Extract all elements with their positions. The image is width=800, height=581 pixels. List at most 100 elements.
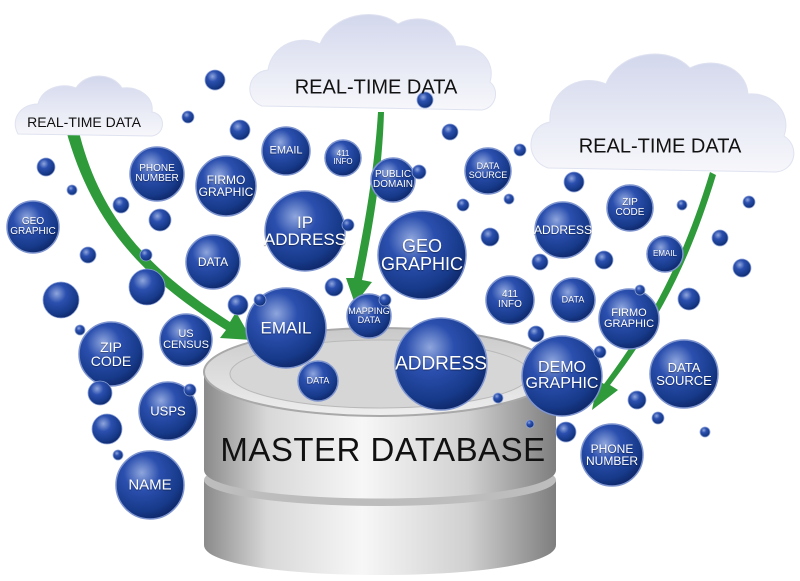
data-bubble bbox=[78, 321, 144, 387]
bubble-layer bbox=[6, 126, 719, 520]
data-bubble-label: 411 INFO bbox=[333, 149, 353, 166]
data-bubble bbox=[485, 275, 535, 325]
data-bubble-label: NAME bbox=[128, 476, 172, 494]
data-bubble-label: DEMO GRAPHIC bbox=[525, 359, 599, 392]
decorative-dot bbox=[378, 293, 392, 307]
data-bubble-label: DATA bbox=[197, 255, 229, 269]
data-bubble bbox=[606, 184, 654, 232]
decorative-dot bbox=[148, 208, 172, 232]
data-bubble-label: EMAIL bbox=[652, 249, 678, 258]
data-bubble-label: 411 INFO bbox=[498, 289, 522, 310]
data-bubble-label: MAPPING DATA bbox=[348, 306, 390, 325]
decorative-dot bbox=[181, 110, 195, 124]
data-bubble bbox=[646, 235, 684, 273]
decorative-dot bbox=[732, 258, 752, 278]
data-bubble bbox=[115, 450, 185, 520]
data-bubble-label: EMAIL bbox=[269, 144, 303, 157]
decorative-dot bbox=[651, 411, 665, 425]
data-bubble bbox=[264, 190, 346, 272]
data-bubble bbox=[6, 200, 60, 254]
decorative-dot bbox=[563, 171, 585, 193]
data-bubble bbox=[159, 313, 213, 367]
arrow-right bbox=[592, 172, 716, 410]
decorative-dot bbox=[79, 246, 97, 264]
data-bubble bbox=[649, 339, 719, 409]
decorative-dot bbox=[555, 421, 577, 443]
decorative-dot bbox=[480, 227, 500, 247]
cloud-left bbox=[14, 75, 163, 137]
decorative-dot bbox=[492, 392, 504, 404]
data-bubble bbox=[346, 293, 392, 339]
cloud-right-label: REAL-TIME DATA bbox=[578, 135, 742, 158]
data-bubble bbox=[550, 277, 596, 323]
decorative-dot bbox=[711, 229, 729, 247]
data-bubble bbox=[534, 201, 592, 259]
decorative-dot bbox=[91, 413, 123, 445]
decorative-dot bbox=[139, 248, 153, 262]
data-bubble bbox=[129, 146, 185, 202]
data-bubble-label: USPS bbox=[150, 403, 186, 419]
decorative-dot bbox=[183, 383, 197, 397]
decorative-dot bbox=[36, 157, 56, 177]
data-bubble bbox=[598, 288, 660, 350]
decorative-dot bbox=[204, 69, 226, 91]
data-bubble bbox=[195, 155, 257, 217]
decorative-dot bbox=[627, 390, 647, 410]
decorative-dot bbox=[456, 198, 470, 212]
decorative-dot bbox=[341, 218, 355, 232]
data-bubble bbox=[521, 335, 603, 417]
data-bubble-label: DATA bbox=[306, 375, 330, 386]
data-bubble bbox=[580, 423, 644, 487]
decorative-dot bbox=[112, 196, 130, 214]
decorative-dot bbox=[411, 164, 427, 180]
data-bubble bbox=[370, 157, 416, 203]
decorative-dot bbox=[66, 184, 78, 196]
decorative-dot bbox=[634, 284, 646, 296]
decorative-dot bbox=[593, 345, 607, 359]
data-bubble-label: IP ADDRESS bbox=[263, 213, 347, 249]
data-bubble bbox=[261, 126, 311, 176]
cloud-right bbox=[530, 53, 795, 173]
decorative-dot bbox=[441, 123, 459, 141]
decorative-dot bbox=[74, 324, 86, 336]
data-bubble-label: US CENSUS bbox=[163, 328, 209, 351]
decorative-dot bbox=[527, 325, 545, 343]
decorative-dot bbox=[676, 199, 688, 211]
arrow-center bbox=[346, 112, 384, 304]
cloud-center bbox=[249, 13, 497, 111]
decorative-dot bbox=[253, 293, 267, 307]
data-bubble-label: ZIP CODE bbox=[615, 197, 645, 218]
decorative-dot bbox=[677, 287, 701, 311]
data-bubble-label: ADDRESS bbox=[533, 223, 593, 237]
data-bubble-label: DATA bbox=[561, 294, 585, 305]
decorative-dot bbox=[324, 277, 344, 297]
decorative-dot bbox=[42, 281, 80, 319]
decorative-dot bbox=[742, 195, 756, 209]
decorative-dot bbox=[227, 294, 249, 316]
data-bubble bbox=[394, 317, 488, 411]
data-bubble-label: GEO GRAPHIC bbox=[380, 236, 464, 274]
decorative-dot bbox=[229, 119, 251, 141]
decorative-dot bbox=[503, 193, 515, 205]
data-bubble bbox=[185, 234, 241, 290]
arrows bbox=[66, 112, 716, 410]
cloud-left-label: REAL-TIME DATA bbox=[27, 114, 141, 130]
decorative-dot bbox=[128, 268, 166, 306]
data-bubble bbox=[245, 287, 327, 369]
dot-layer bbox=[36, 69, 756, 461]
cloud-center-label: REAL-TIME DATA bbox=[294, 76, 458, 99]
data-bubble-label: ZIP CODE bbox=[90, 339, 132, 369]
data-bubble bbox=[377, 210, 467, 300]
decorative-dot bbox=[112, 449, 124, 461]
data-bubble-label: PHONE NUMBER bbox=[585, 442, 639, 468]
decorative-dot bbox=[594, 250, 614, 270]
data-bubble-label: PUBLIC DOMAIN bbox=[373, 169, 413, 190]
data-bubble-label: DATA SOURCE bbox=[468, 161, 508, 180]
data-bubble-label: ADDRESS bbox=[395, 353, 487, 375]
data-bubble-label: EMAIL bbox=[260, 318, 312, 338]
data-bubble-label: FIRMO GRAPHIC bbox=[198, 173, 254, 199]
data-bubble bbox=[464, 147, 512, 195]
data-bubble-label: DATA SOURCE bbox=[656, 360, 712, 388]
